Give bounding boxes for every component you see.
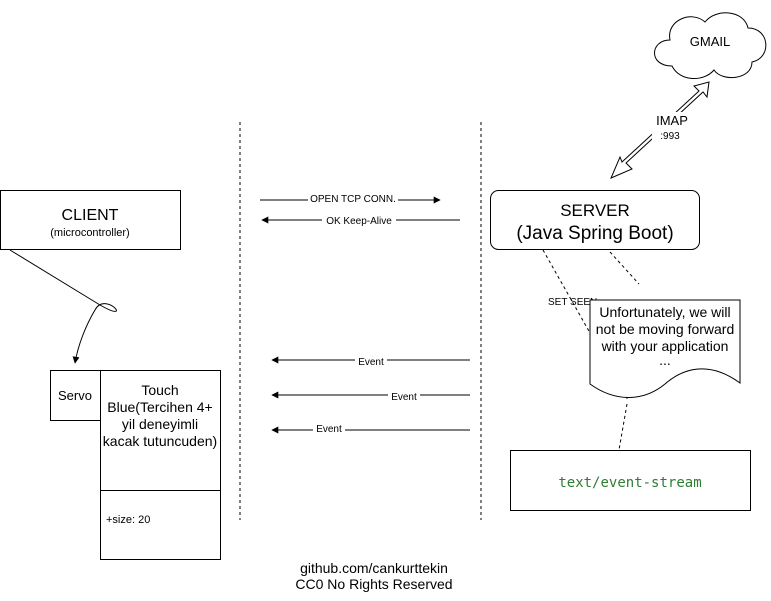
server-title: SERVER xyxy=(560,201,630,220)
server-subtitle: (Java Spring Boot) xyxy=(516,223,673,244)
gmail-cloud: GMAIL xyxy=(654,12,767,79)
open-tcp-arrow: OPEN TCP CONN. xyxy=(260,192,441,205)
event-arrow-3: Event xyxy=(271,422,470,435)
component-line-2: Blue(Tercihen 4+ xyxy=(107,399,212,415)
client-title: CLIENT xyxy=(62,207,119,224)
client-servo-connector xyxy=(9,249,117,364)
cloud-icon xyxy=(654,12,767,79)
component-attribute: +size: 20 xyxy=(106,514,150,526)
event-label-2: Event xyxy=(391,392,417,403)
cloud-label: GMAIL xyxy=(690,34,730,49)
event-arrow-1: Event xyxy=(271,355,470,368)
servo-box[interactable]: Servo xyxy=(50,370,101,421)
event-label-3: Event xyxy=(316,424,342,435)
client-box[interactable]: CLIENT (microcontroller) xyxy=(0,190,181,250)
footer: github.com/cankurttekin CC0 No Rights Re… xyxy=(295,560,452,592)
keep-alive-label: OK Keep-Alive xyxy=(326,216,392,227)
note-line-1: Unfortunately, we will xyxy=(599,304,730,320)
document-icon xyxy=(589,299,741,398)
keep-alive-arrow: OK Keep-Alive xyxy=(261,214,460,227)
note-to-stream-link xyxy=(618,403,628,451)
rejection-note: Unfortunately, we will not be moving for… xyxy=(589,299,741,398)
event-label-1: Event xyxy=(358,357,384,368)
note-line-3: with your application xyxy=(601,338,729,354)
servo-label: Servo xyxy=(58,388,92,403)
note-line-2: not be moving forward xyxy=(596,321,735,337)
set-seen-link xyxy=(542,249,629,401)
footer-line-2: CC0 No Rights Reserved xyxy=(295,576,452,592)
component-line-1: Touch xyxy=(141,382,178,398)
client-subtitle: (microcontroller) xyxy=(50,227,129,239)
server-box[interactable]: SERVER (Java Spring Boot) xyxy=(490,190,700,250)
imap-label: IMAP xyxy=(656,113,688,128)
footer-line-1: github.com/cankurttekin xyxy=(300,560,448,576)
event-arrow-2: Event xyxy=(271,390,470,403)
imap-port-label: :993 xyxy=(660,131,680,142)
stream-link xyxy=(609,251,640,285)
set-seen-label: SET SEEN xyxy=(548,297,597,308)
imap-connection: IMAP :993 xyxy=(610,81,710,179)
note-line-4: ... xyxy=(659,352,671,368)
event-stream-label: text/event-stream xyxy=(558,475,701,491)
component-line-4: kacak tutuncuden) xyxy=(103,433,217,449)
component-box[interactable]: Touch Blue(Tercihen 4+ yil deneyimli kac… xyxy=(100,370,221,560)
event-stream-box[interactable]: text/event-stream xyxy=(510,450,751,511)
component-line-3: yil deneyimli xyxy=(122,416,198,432)
open-tcp-label: OPEN TCP CONN. xyxy=(310,194,396,205)
